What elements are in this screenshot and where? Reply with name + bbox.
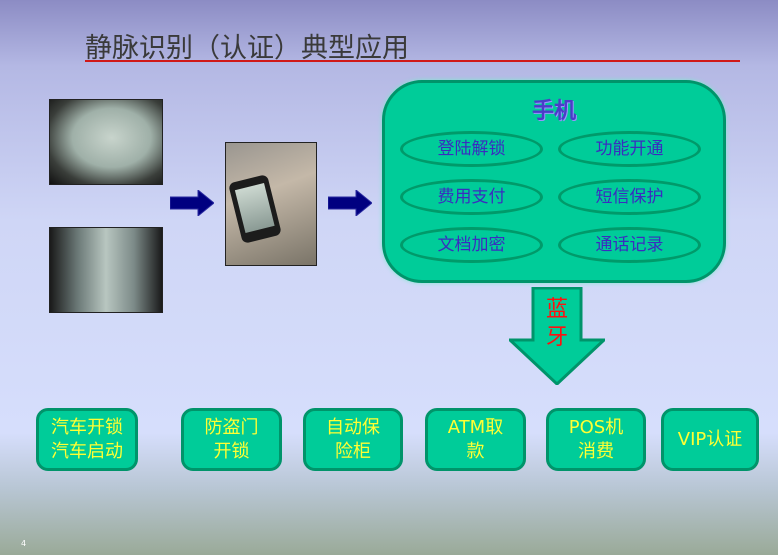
feature-activation: 功能开通 [558,131,701,167]
app-line: 自动保 [326,416,380,438]
app-line: POS机 [568,416,624,438]
app-safe: 自动保险柜 [303,408,403,471]
down-arrow-icon [509,287,605,385]
bluetooth-label: 蓝牙 [533,296,581,352]
fist-vein-photo [49,99,163,185]
app-vip: VIP认证 [661,408,759,471]
right-arrow-icon [170,190,214,216]
app-line: VIP认证 [677,428,743,450]
feature-call-records: 通话记录 [558,227,701,263]
app-atm: ATM取款 [425,408,526,471]
page-number: 4 [21,539,27,548]
app-line: 开锁 [213,440,250,462]
app-line: ATM取 [447,416,504,438]
feature-document-encryption: 文档加密 [400,227,543,263]
right-arrow-icon [328,190,372,216]
app-line: 汽车开锁 [51,416,123,438]
app-car: 汽车开锁汽车启动 [36,408,138,471]
app-pos: POS机消费 [546,408,646,471]
feature-sms-protection: 短信保护 [558,179,701,215]
app-line: 险柜 [335,440,371,462]
wrist-vein-photo [49,227,163,313]
app-security-door: 防盗门开锁 [181,408,282,471]
app-line: 款 [466,440,485,462]
bluetooth-label-line2: 牙 [545,325,568,350]
app-line: 消费 [578,440,614,462]
feature-unlock: 登陆解锁 [400,131,543,167]
phone-box-title: 手机 [531,99,576,124]
slide-title: 静脉识别（认证）典型应用 [85,33,409,64]
title-underline [85,60,740,62]
bluetooth-label-line1: 蓝 [545,297,568,322]
phone-applications-box: 手机 登陆解锁 功能开通 费用支付 短信保护 文档加密 通话记录 [382,80,726,283]
feature-payment: 费用支付 [400,179,543,215]
app-line: 防盗门 [204,416,259,438]
app-line: 汽车启动 [51,440,123,462]
